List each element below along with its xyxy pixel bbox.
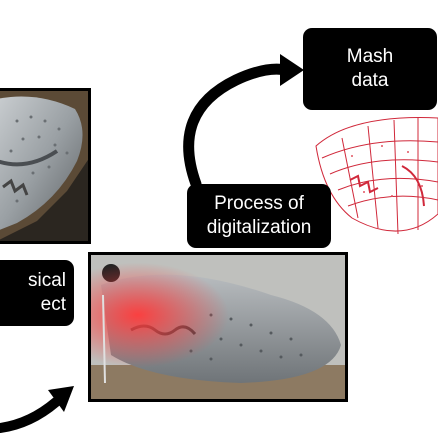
process-label-line1: Process of [214,193,304,214]
curved-arrow-icon [183,54,304,190]
physical-object-label: sical ect [0,260,74,326]
mesh-data-label: Mash data [303,28,437,110]
process-label: Process of digitalization [187,184,331,248]
scanning-process-photo [88,252,348,402]
physical-object-label-line1: sical [27,270,66,291]
scanning-image [91,255,345,399]
physical-object-label-line2: ect [40,294,66,315]
mesh-data-label-line1: Mash [346,46,394,67]
process-label-line2: digitalization [206,217,312,238]
physical-object-photo [0,88,91,244]
curved-arrow-icon [0,386,74,433]
mesh-data-label-line2: data [351,70,389,91]
physical-object-image [0,91,88,241]
